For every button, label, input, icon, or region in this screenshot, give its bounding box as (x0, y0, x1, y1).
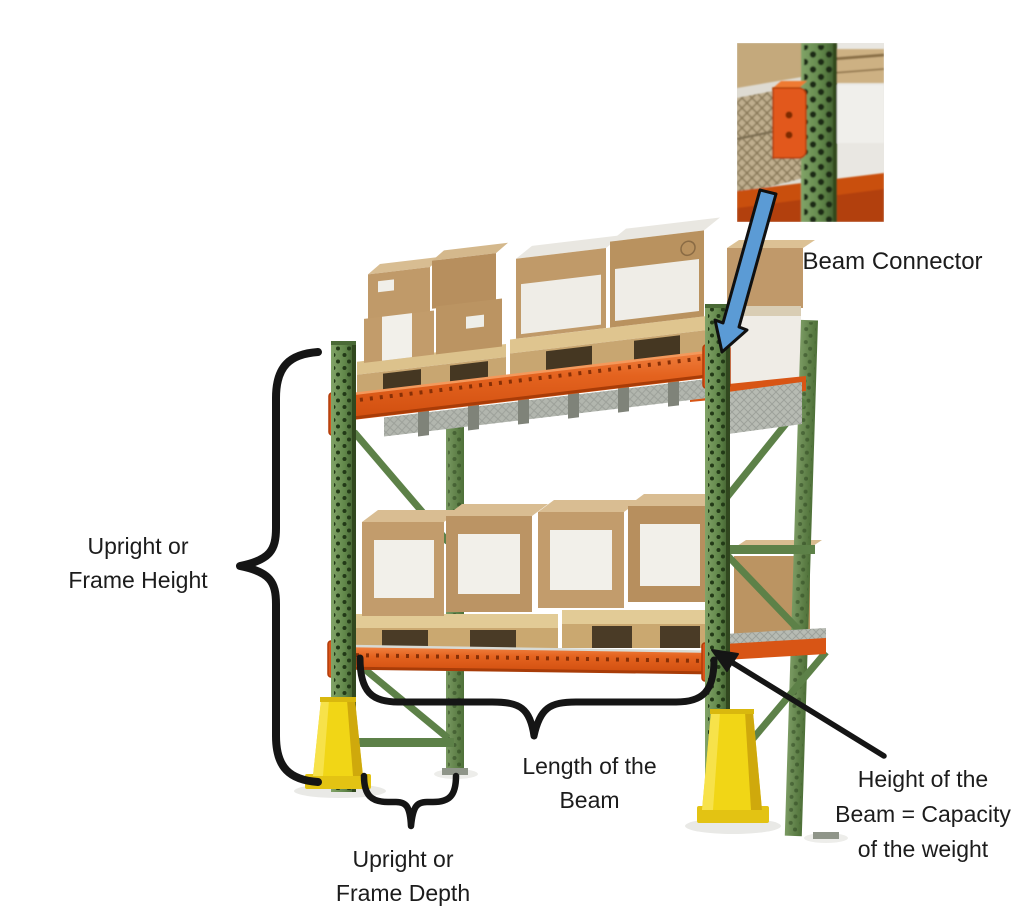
label-beam-height-capacity: Height of the Beam = Capacity of the wei… (818, 762, 1024, 867)
label-upright-frame-height: Upright or Frame Height (38, 529, 238, 597)
beam-connector-arrow (713, 188, 778, 354)
bottom-shelf-load (352, 494, 724, 649)
label-line: Height of the (857, 766, 989, 792)
label-upright-frame-depth: Upright or Frame Depth (303, 842, 503, 910)
post-guards (305, 697, 769, 823)
beam-length-brace (356, 654, 718, 740)
label-line: Upright or (87, 533, 189, 559)
rack-photo (294, 217, 848, 843)
annotations (236, 188, 887, 830)
beam-height-arrow (711, 649, 887, 759)
beam-connector-inset (737, 43, 884, 222)
label-beam-connector: Beam Connector (790, 245, 995, 279)
top-shelf-load (357, 217, 724, 437)
label-line: of the weight (857, 836, 989, 862)
rear-beams-decks (690, 376, 826, 660)
label-line: Beam = Capacity (835, 801, 1011, 827)
frame-height-brace (236, 348, 322, 786)
label-length-of-beam: Length of the Beam (492, 749, 687, 817)
label-line: Upright or (352, 846, 454, 872)
label-line: Length of the (522, 753, 657, 779)
frame-depth-brace (360, 772, 460, 830)
label-line: Frame Height (68, 567, 208, 593)
label-line: Beam (559, 787, 620, 813)
label-line: Frame Depth (335, 880, 471, 906)
label-line: Beam Connector (802, 248, 983, 275)
